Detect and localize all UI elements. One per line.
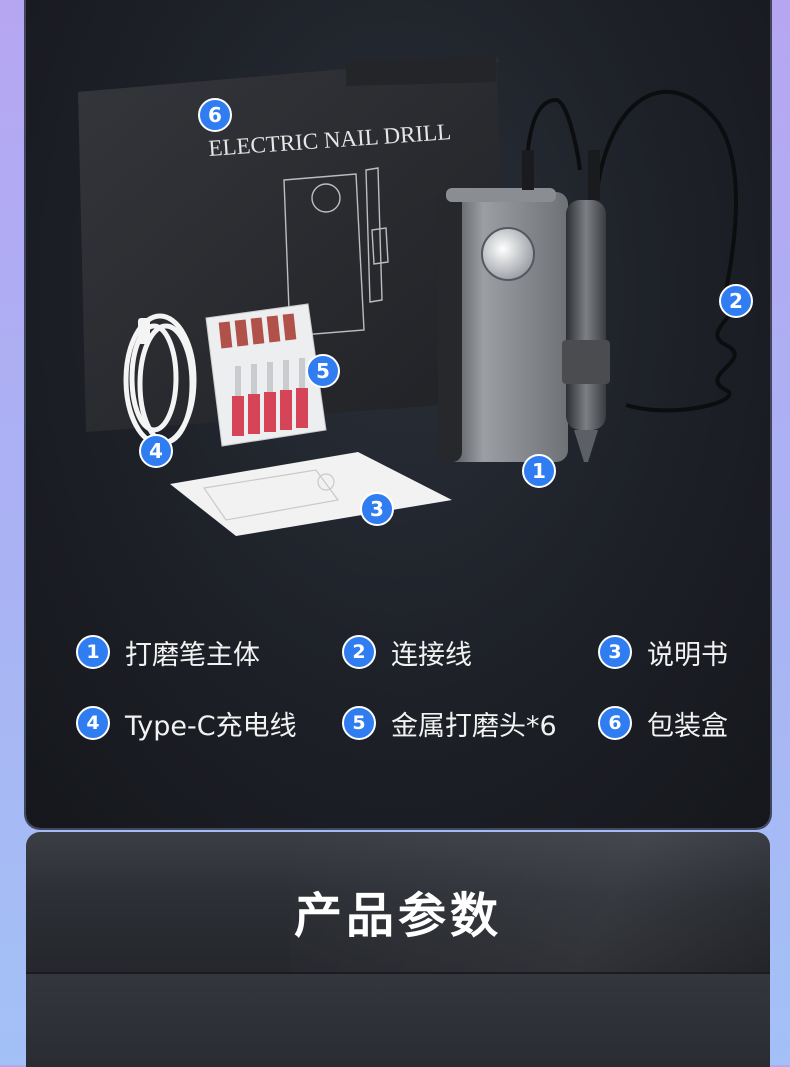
legend-item-6: 6 包装盒 — [598, 703, 728, 743]
params-panel — [26, 972, 770, 1067]
legend-item-3: 3 说明书 — [598, 632, 728, 672]
legend-item-5: 5 金属打磨头*6 — [342, 703, 557, 743]
badge-3: 3 — [360, 492, 394, 526]
badge-4: 4 — [139, 434, 173, 468]
section-header-panel: 产品参数 — [26, 832, 770, 972]
legend-label: 打磨笔主体 — [125, 639, 260, 671]
legend-number: 3 — [598, 635, 632, 669]
handpiece — [562, 200, 610, 462]
product-contents-panel: ELECTRIC NAIL DRILL — [26, 0, 770, 828]
badge-2: 2 — [719, 284, 753, 318]
legend-label: 金属打磨头*6 — [391, 710, 557, 742]
legend-label: Type-C充电线 — [125, 710, 297, 742]
product-photo: ELECTRIC NAIL DRILL — [78, 56, 738, 536]
legend-label: 连接线 — [391, 639, 472, 671]
legend-number: 1 — [76, 635, 110, 669]
badge-1: 1 — [522, 454, 556, 488]
legend-number: 2 — [342, 635, 376, 669]
legend-number: 6 — [598, 706, 632, 740]
badge-5: 5 — [306, 354, 340, 388]
badge-6: 6 — [198, 98, 232, 132]
legend-number: 4 — [76, 706, 110, 740]
manual — [170, 452, 452, 536]
panel-sheen — [290, 832, 770, 972]
legend-item-1: 1 打磨笔主体 — [76, 632, 260, 672]
legend-label: 说明书 — [647, 639, 728, 671]
legend-label: 包装盒 — [647, 710, 728, 742]
drill-bits-case — [205, 303, 327, 447]
legend-item-2: 2 连接线 — [342, 632, 472, 672]
legend-item-4: 4 Type-C充电线 — [76, 703, 297, 743]
section-title: 产品参数 — [293, 888, 502, 944]
drill-device — [438, 188, 568, 462]
cord — [522, 89, 738, 413]
legend-number: 5 — [342, 706, 376, 740]
